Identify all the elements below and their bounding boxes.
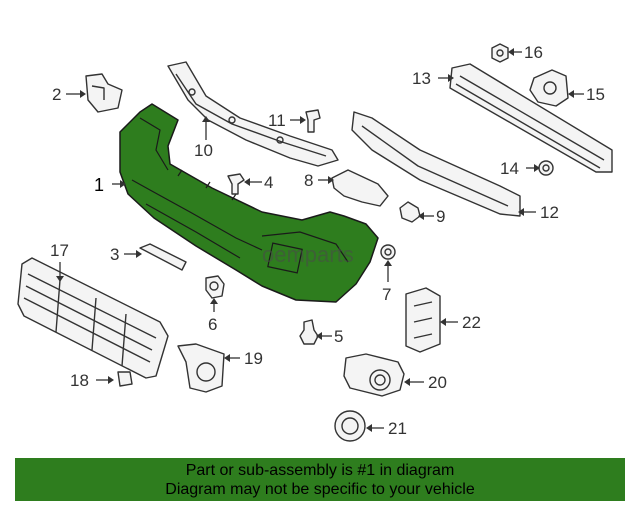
callout-10: 10 — [194, 141, 213, 160]
callout-14: 14 — [500, 159, 519, 178]
callout-11: 11 — [268, 111, 286, 130]
footer-line-2: Diagram may not be specific to your vehi… — [165, 481, 475, 498]
callout-12: 12 — [540, 203, 559, 222]
part-4-clip[interactable] — [227, 173, 245, 195]
callout-9: 9 — [436, 207, 445, 226]
part-8-bracket[interactable] — [331, 169, 389, 207]
part-20-sensor[interactable] — [343, 353, 405, 397]
callout-2: 2 — [52, 85, 61, 104]
callout-16: 16 — [524, 43, 543, 62]
part-2-bracket[interactable] — [85, 73, 123, 113]
part-3-trim[interactable] — [139, 243, 187, 271]
part-11-bolt[interactable] — [305, 109, 321, 133]
callout-21: 21 — [388, 419, 407, 438]
part-12-absorber[interactable] — [351, 111, 521, 217]
part-13-reinforcement[interactable] — [449, 63, 613, 173]
part-1-bumper-cover[interactable] — [119, 103, 379, 303]
callout-4: 4 — [264, 173, 273, 192]
footer-line-1: Part or sub-assembly is #1 in diagram — [185, 462, 455, 479]
part-19-bracket[interactable] — [177, 343, 225, 393]
part-21-retainer[interactable] — [334, 410, 366, 442]
callout-19: 19 — [244, 349, 263, 368]
callout-labels: 1 2 3 4 5 6 7 8 9 10 11 12 13 14 15 16 1… — [50, 43, 605, 438]
part-17-grille[interactable] — [17, 257, 169, 379]
callout-6: 6 — [208, 315, 217, 334]
callout-15: 15 — [586, 85, 605, 104]
callout-8: 8 — [304, 171, 313, 190]
watermark-text: oemparts — [262, 242, 354, 267]
callout-22: 22 — [462, 313, 481, 332]
part-16-nut[interactable] — [491, 43, 509, 63]
part-18-clip[interactable] — [117, 371, 133, 387]
callout-7: 7 — [382, 285, 391, 304]
diagram-footer: Part or sub-assembly is #1 in diagram Di… — [15, 458, 625, 501]
callout-17: 17 — [50, 241, 69, 260]
callout-18: 18 — [70, 371, 89, 390]
part-9-clip[interactable] — [399, 201, 421, 223]
part-14-nut[interactable] — [538, 160, 554, 176]
callout-13: 13 — [412, 69, 431, 88]
parts-diagram: 1 2 3 4 5 6 7 8 9 10 11 12 13 14 15 16 1… — [17, 43, 613, 442]
part-7-nut[interactable] — [380, 244, 396, 260]
callout-3: 3 — [110, 245, 119, 264]
leader-lines — [56, 48, 584, 432]
part-22-bracket[interactable] — [405, 287, 441, 353]
part-15-mount[interactable] — [529, 69, 569, 107]
part-5-clip[interactable] — [299, 319, 319, 345]
part-6-clip[interactable] — [205, 275, 225, 299]
callout-20: 20 — [428, 373, 447, 392]
callout-5: 5 — [334, 327, 343, 346]
callout-1: 1 — [94, 175, 104, 195]
